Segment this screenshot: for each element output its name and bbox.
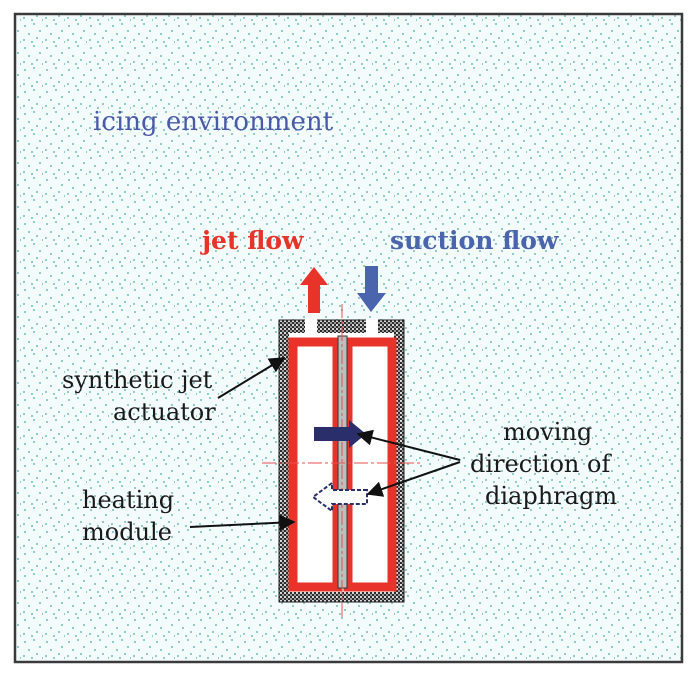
actuator-callout-leader [217,357,286,399]
actuator-callout-line1: synthetic jet [62,366,213,394]
heating-module-left [288,337,342,592]
icing-environment-label: icing environment [93,107,334,137]
suction-orifice [366,318,378,334]
heating-callout-line2: module [82,518,172,546]
suction-flow-label: suction flow [390,226,560,255]
diaphragm-callout-line1: moving [503,418,592,446]
diaphragm-callout-leader-lower [366,461,461,497]
jet-flow-label: jet flow [200,226,305,255]
synthetic-jet-actuator [262,304,422,618]
diaphragm-callout-line3: diaphragm [485,482,617,510]
suction-flow-arrow-icon [357,266,386,312]
diaphragm-right-arrow-icon [314,420,366,448]
diaphragm-callout-line2: direction of [470,450,612,478]
heating-callout-leader [189,514,296,531]
heating-module-right [343,337,397,592]
jet-flow-arrow-icon [300,267,328,313]
icing-environment-border [13,12,684,664]
heating-callout-line1: heating [82,486,174,514]
diaphragm-left-arrow-icon [311,481,368,513]
actuator-callout-line2: actuator [113,398,216,426]
jet-orifice [305,318,317,334]
diaphragm-callout-leader-upper [356,429,461,461]
